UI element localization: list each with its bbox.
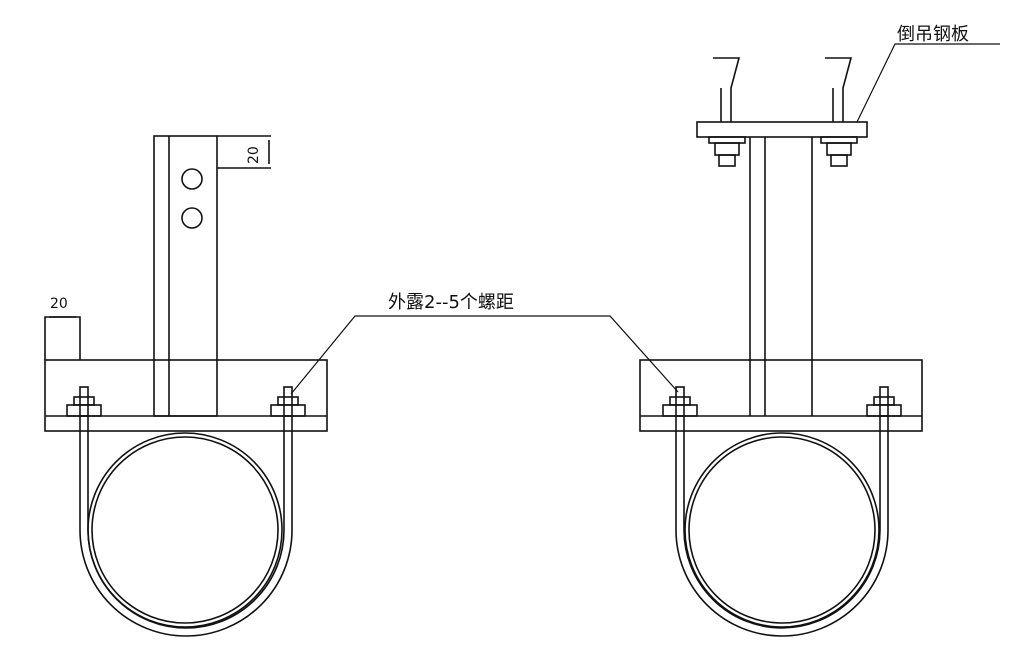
pipe [684,432,880,628]
bolt-left [66,386,102,417]
pipe [87,432,283,628]
bolt-right [866,386,902,417]
leaders [290,43,1000,395]
u-bolt [79,416,293,637]
bolt-right [270,386,306,417]
bolt-left [662,386,698,417]
anchor-left [708,57,746,167]
hanging-plate [696,121,868,138]
dimension-column: 20 [246,146,262,164]
hole [181,207,203,229]
label-thread-exposure: 外露2--5个螺距 [388,292,514,313]
u-bolt [675,416,889,637]
hole [181,168,203,190]
dimension-left: 20 [50,296,68,312]
anchor-right [820,57,858,167]
label-hanging-plate: 倒吊钢板 [897,24,969,45]
right-assembly [639,57,923,637]
left-assembly [44,135,328,637]
